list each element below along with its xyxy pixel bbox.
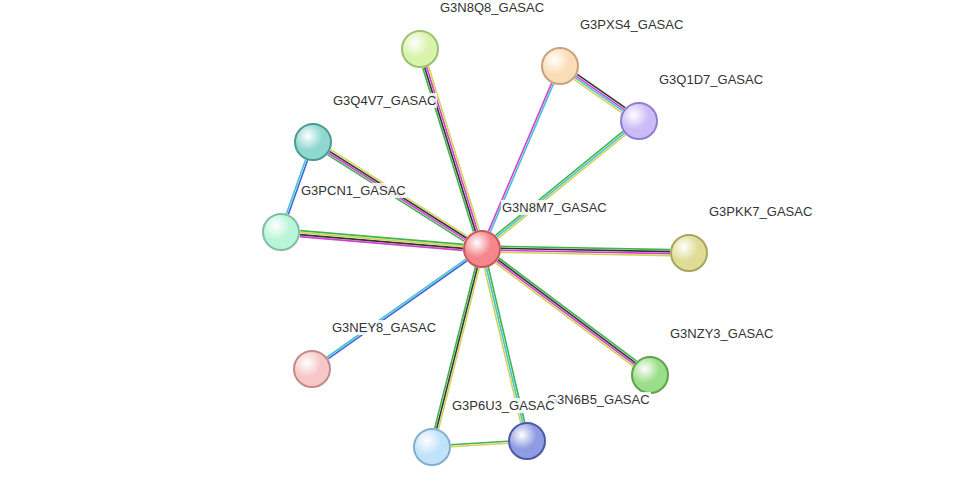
node-label: G3Q1D7_GASAC [658, 72, 764, 87]
node-circle [413, 428, 451, 466]
node-label: G3N6B5_GASAC [546, 392, 651, 407]
evidence-line [497, 261, 635, 364]
evidence-line [300, 231, 463, 245]
evidence-line [575, 78, 623, 111]
evidence-line [327, 259, 466, 357]
evidence-line [425, 67, 476, 231]
interaction-edge [574, 74, 625, 112]
interaction-edge [451, 441, 508, 447]
protein-node: G3NZY3_GASAC [631, 356, 669, 394]
node-label: G3N8Q8_GASAC [439, 0, 545, 15]
node-circle [262, 213, 300, 251]
evidence-line [499, 258, 637, 361]
node-circle [620, 102, 658, 140]
evidence-line [451, 443, 508, 447]
protein-node: G3Q1D7_GASAC [620, 102, 658, 140]
protein-node: G3NEY8_GASAC [293, 350, 331, 388]
protein-node: G3PCN1_GASAC [262, 213, 300, 251]
evidence-line [498, 260, 636, 363]
protein-node: G3P6U3_GASAC [413, 428, 451, 466]
evidence-line [576, 76, 624, 109]
protein-node: G3N8M7_GASAC [463, 230, 501, 268]
node-circle [293, 350, 331, 388]
protein-node: G3N8Q8_GASAC [401, 30, 439, 68]
evidence-line [328, 261, 467, 359]
interaction-edge [327, 259, 467, 359]
node-label: G3PKK7_GASAC [708, 204, 813, 219]
node-circle [294, 123, 332, 161]
evidence-line [428, 66, 479, 230]
node-circle [670, 234, 708, 272]
node-label: G3PXS4_GASAC [579, 17, 684, 32]
node-label: G3NEY8_GASAC [331, 320, 437, 335]
node-circle [631, 356, 669, 394]
evidence-line [495, 263, 633, 366]
evidence-line [498, 135, 626, 239]
node-circle [508, 422, 546, 460]
evidence-line [300, 235, 463, 249]
evidence-line [574, 79, 622, 112]
evidence-line [327, 155, 464, 242]
evidence-line [427, 67, 478, 231]
node-circle [541, 47, 579, 85]
node-label: G3N8M7_GASAC [501, 200, 608, 215]
node-label: G3Q4V7_GASAC [332, 93, 437, 108]
interaction-edge [501, 246, 670, 255]
node-label: G3NZY3_GASAC [669, 326, 774, 341]
evidence-line [495, 131, 623, 235]
evidence-line [300, 237, 463, 251]
protein-node: G3PKK7_GASAC [670, 234, 708, 272]
evidence-line [497, 133, 625, 237]
node-circle [463, 230, 501, 268]
node-label: G3P6U3_GASAC [451, 398, 556, 413]
protein-node: G3Q4V7_GASAC [294, 123, 332, 161]
interaction-edge [423, 66, 479, 231]
node-circle [401, 30, 439, 68]
interaction-edge [300, 231, 464, 251]
evidence-line [577, 74, 625, 107]
evidence-line [501, 252, 670, 255]
node-label: G3PCN1_GASAC [300, 183, 407, 198]
interaction-edge [495, 258, 636, 366]
protein-node: G3PXS4_GASAC [541, 47, 579, 85]
evidence-line [300, 233, 463, 247]
interaction-edge [495, 131, 625, 238]
protein-node: G3N6B5_GASAC [508, 422, 546, 460]
